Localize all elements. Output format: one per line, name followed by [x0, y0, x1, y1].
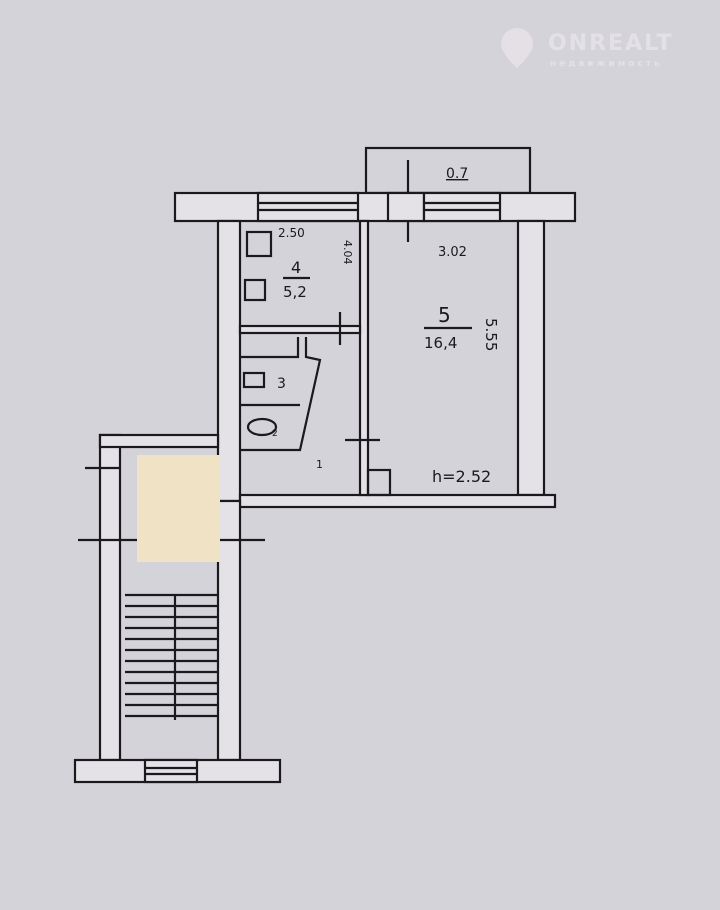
stove — [245, 230, 273, 258]
room3-number: 3 — [277, 376, 286, 392]
wall-bottom — [238, 493, 557, 509]
kitchen-sink — [243, 278, 267, 302]
window-room — [422, 191, 502, 223]
room5-length: 5.55 — [482, 318, 500, 351]
room4-width: 2.50 — [278, 226, 305, 240]
room2-number: 2 — [272, 429, 278, 439]
stair-window — [143, 758, 199, 784]
room5-area: 16,4 — [424, 334, 457, 352]
room1-number: 1 — [316, 458, 323, 471]
room5-width: 3.02 — [438, 245, 467, 260]
ceiling-height: h=2.52 — [432, 467, 491, 486]
house-pin-icon — [501, 28, 533, 68]
watermark-tagline: недвижимость — [550, 59, 663, 69]
balcony-door — [386, 191, 426, 223]
partition-kitchen-room — [358, 219, 370, 497]
stairwell — [73, 433, 282, 784]
watermark-logo: ONREALT недвижимость — [501, 28, 674, 69]
partition-kitchen — [238, 324, 362, 335]
room5-number: 5 — [438, 303, 451, 327]
room4-length: 4.04 — [341, 240, 354, 265]
wall-left — [216, 219, 242, 503]
watermark-brand: ONREALT — [548, 31, 674, 56]
balcony-area: 0.7 — [446, 166, 468, 182]
sticky-note — [137, 455, 220, 562]
wall-right — [516, 219, 546, 497]
exterior-wall-top — [173, 191, 577, 223]
duct — [366, 468, 392, 497]
window-kitchen — [256, 191, 360, 223]
bathroom-walls — [240, 337, 322, 452]
room4-area: 5,2 — [283, 283, 307, 301]
toilet — [246, 417, 278, 437]
sink — [242, 371, 266, 389]
room4-number: 4 — [291, 258, 301, 277]
